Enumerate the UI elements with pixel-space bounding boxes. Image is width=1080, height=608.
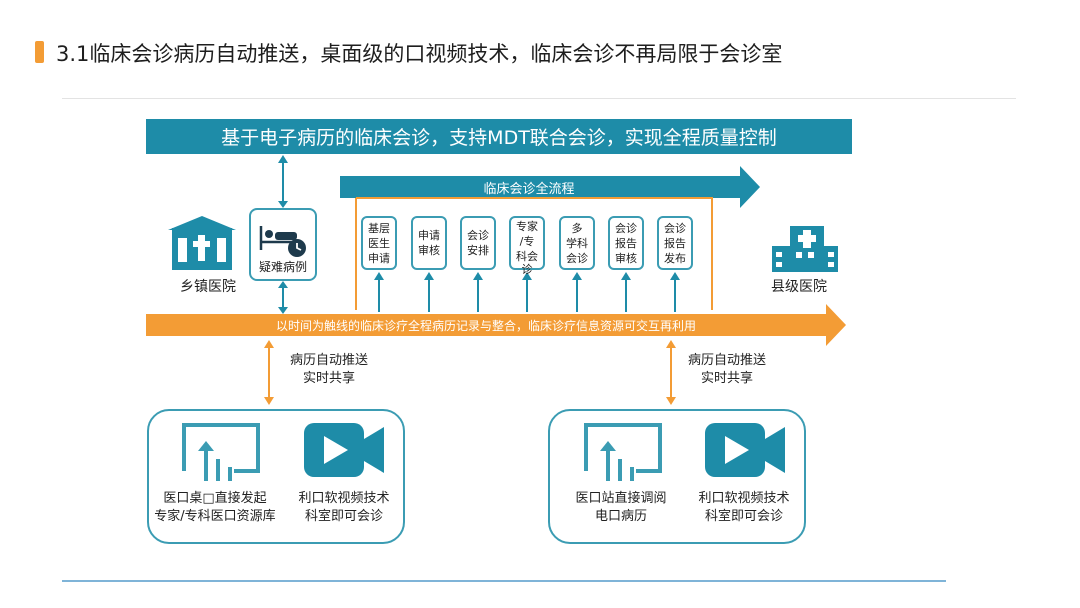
timeline-label: 以时间为触线的临床诊疗全程病历记录与整合，临床诊疗信息资源可交互再利用 [275, 318, 696, 333]
step-box: 会诊安排 [460, 216, 496, 270]
dashboard-chart-icon [584, 423, 662, 481]
video-camera-icon [705, 423, 785, 477]
difficult-case-box [249, 208, 317, 281]
patient-bed-clock-icon [259, 226, 306, 257]
page-title: 3.1临床会诊病历自动推送，桌面级的口视频技术，临床会诊不再局限于会诊室 [56, 42, 783, 66]
push-arrow-right [666, 340, 676, 405]
flow-bracket [355, 197, 713, 310]
case-connector-up [278, 155, 288, 208]
township-hospital-label: 乡镇医院 [180, 279, 236, 295]
push-label-left: 病历自动推送实时共享 [289, 353, 368, 386]
title-accent-marker [35, 41, 44, 63]
step-box: 基层医生申请 [361, 216, 397, 270]
step-connectors [374, 272, 680, 312]
push-label-right: 病历自动推送实时共享 [687, 353, 766, 386]
step-box: 会诊报告审核 [608, 216, 644, 270]
right-card-item2-text: 利口软视频技术科室即可会诊 [698, 491, 790, 524]
step-box: 申请审核 [411, 216, 447, 270]
step-box: 会诊报告发布 [657, 216, 693, 270]
push-arrow-left [264, 340, 274, 405]
right-card-item1-text: 医口站直接调阅电口病历 [575, 491, 667, 524]
hospital-tower-icon [772, 226, 838, 272]
step-box: 多学科会诊 [559, 216, 595, 270]
timeline-arrow [146, 304, 846, 346]
difficult-case-label: 疑难病例 [258, 260, 307, 274]
flow-label: 临床会诊全流程 [483, 181, 575, 197]
footer-divider [62, 580, 946, 582]
hospital-building-icon [168, 216, 236, 270]
left-card-item2-text: 利口软视频技术科室即可会诊 [298, 491, 390, 524]
step-box: 专家/专科会诊 [509, 216, 545, 276]
case-connector-down [278, 281, 288, 314]
dashboard-chart-icon [182, 423, 260, 481]
video-camera-icon [304, 423, 384, 477]
left-card-item1-text: 医口桌□直接发起专家/专科医口资源库 [154, 491, 276, 524]
top-banner: 基于电子病历的临床会诊，支持MDT联合会诊，实现全程质量控制 [146, 119, 852, 154]
county-hospital-label: 县级医院 [771, 279, 827, 295]
title-divider [62, 98, 1016, 99]
